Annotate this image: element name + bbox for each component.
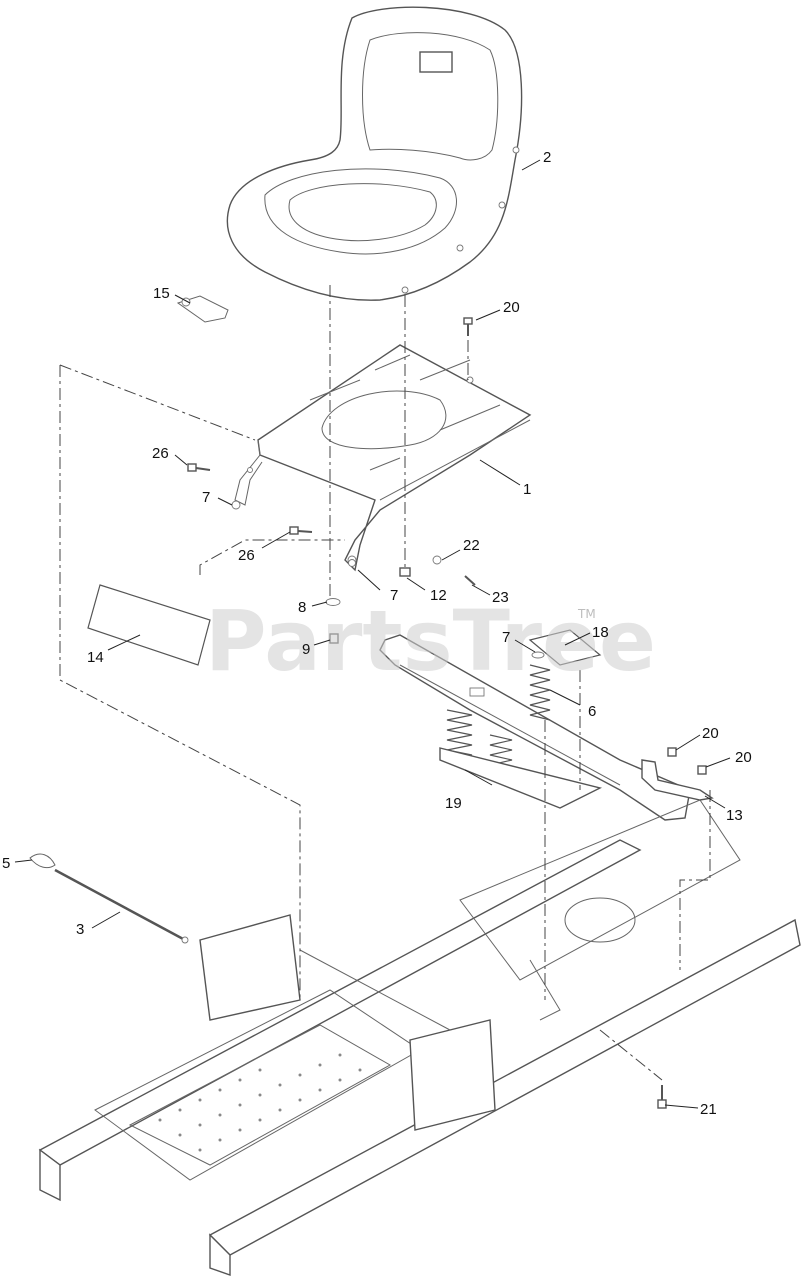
callout-19[interactable]: 19 bbox=[445, 795, 462, 812]
callout-leaders bbox=[14, 159, 731, 1109]
callout-20[interactable]: 20 bbox=[503, 299, 520, 316]
watermark: PartsTree bbox=[205, 592, 656, 690]
instruction-decal[interactable] bbox=[87, 584, 211, 666]
callout-7[interactable]: 7 bbox=[502, 629, 510, 646]
callout-13[interactable]: 13 bbox=[726, 807, 743, 824]
callout-7[interactable]: 7 bbox=[390, 587, 398, 604]
pivot-rod[interactable] bbox=[54, 868, 189, 944]
spring-base-plate[interactable] bbox=[439, 747, 603, 809]
hairpin-clip[interactable] bbox=[29, 853, 56, 869]
suspension-bracket[interactable] bbox=[379, 634, 691, 821]
callout-14[interactable]: 14 bbox=[87, 649, 104, 666]
callout-21[interactable]: 21 bbox=[700, 1101, 717, 1118]
warning-decal[interactable] bbox=[528, 629, 602, 666]
hardware bbox=[176, 295, 707, 1109]
seat-plate[interactable] bbox=[234, 344, 532, 572]
callout-8[interactable]: 8 bbox=[298, 599, 306, 616]
callout-23[interactable]: 23 bbox=[492, 589, 509, 606]
callout-2[interactable]: 2 bbox=[543, 149, 551, 166]
phantom-lines bbox=[59, 285, 711, 1081]
callout-20[interactable]: 20 bbox=[735, 749, 752, 766]
callout-26[interactable]: 26 bbox=[238, 547, 255, 564]
watermark-trademark: TM bbox=[577, 607, 596, 621]
callout-15[interactable]: 15 bbox=[153, 285, 170, 302]
callout-22[interactable]: 22 bbox=[463, 537, 480, 554]
callout-3[interactable]: 3 bbox=[76, 921, 84, 938]
callout-6[interactable]: 6 bbox=[588, 703, 596, 720]
chassis-frame bbox=[38, 799, 801, 1276]
callout-20[interactable]: 20 bbox=[702, 725, 719, 742]
callout-7[interactable]: 7 bbox=[202, 489, 210, 506]
callout-1[interactable]: 1 bbox=[523, 481, 531, 498]
seat[interactable] bbox=[226, 6, 523, 301]
callout-26[interactable]: 26 bbox=[152, 445, 169, 462]
callout-12[interactable]: 12 bbox=[430, 587, 447, 604]
mount-bracket[interactable] bbox=[641, 759, 714, 801]
callout-5[interactable]: 5 bbox=[2, 855, 10, 872]
callout-9[interactable]: 9 bbox=[302, 641, 310, 658]
seat-logo-plate bbox=[419, 51, 453, 73]
callout-numbers: 2 20 15 26 1 7 26 22 7 12 23 8 14 9 7 18… bbox=[2, 149, 752, 1118]
callout-18[interactable]: 18 bbox=[592, 624, 609, 641]
